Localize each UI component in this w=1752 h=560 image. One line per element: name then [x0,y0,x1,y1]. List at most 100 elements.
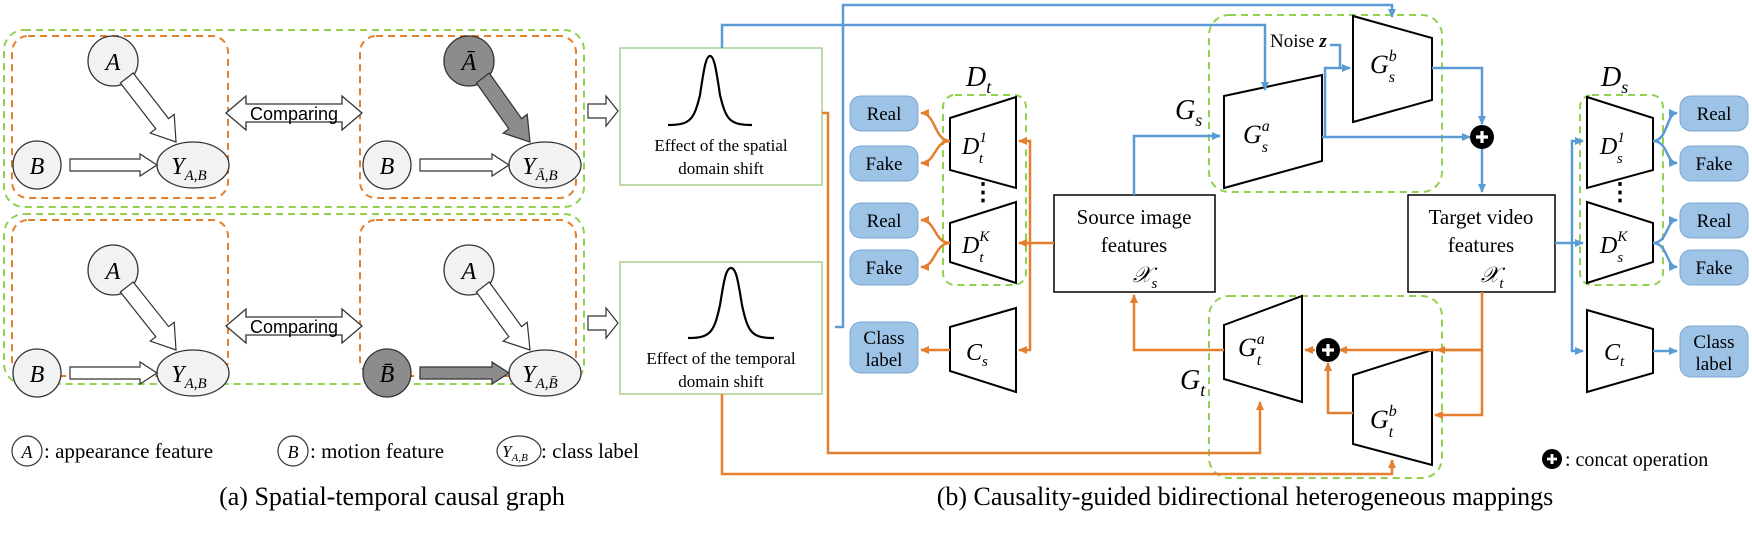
fake-pill-s1-label: Fake [1696,154,1733,175]
G-s-title: Gs [1175,95,1202,130]
disc-D-s1 [1586,95,1654,190]
gen-G-s-a [1223,73,1323,190]
vdots-D-s: ⋮ [1608,180,1632,206]
class-label-pill-t [1679,325,1749,378]
source-features-line2: features [1101,233,1167,257]
D-t-title: Dt [965,62,992,97]
real-pill-sK-label: Real [1697,211,1732,232]
source-features-box [1053,194,1216,293]
concat-legend-text: : concat operation [1565,449,1708,471]
comparing-arrow-2 [224,307,364,345]
legend-A-icon [11,435,43,467]
real-pill-tK-label: Real [867,211,902,232]
temporal-effect-box [619,261,823,395]
concat-op-G-s [1470,125,1494,149]
gen-G-s-b [1352,14,1433,124]
node-A-label: A [104,50,121,76]
caption-b: (b) Causality-guided bidirectional heter… [937,482,1554,511]
classifier-C-t-label: Ct [1604,340,1625,370]
class-label-pill-s-line1: Class [863,328,904,349]
comparing-label-2: Comparing [250,317,338,337]
legend-Y-letter: YA,B [502,442,528,464]
node-B [12,140,62,190]
fake-pill-sK [1679,249,1749,286]
fake-pill-sK-label: Fake [1696,258,1733,279]
node-A-bar-label: Ā [460,50,477,76]
class-label-pill-s-line2: label [866,350,903,371]
caption-a: (a) Spatial-temporal causal graph [219,482,565,511]
node-B-2-label: B [380,154,395,180]
source-features-line1: Source image [1077,205,1192,229]
real-pill-sK [1679,202,1749,239]
spatial-effect-line1: Effect of the spatial [654,136,788,155]
spatial-effect-line2: domain shift [678,159,764,178]
classifier-C-t [1586,308,1654,394]
comparing-label-1: Comparing [250,104,338,124]
D-t-group [942,94,1027,286]
node-B-3-label: B [30,362,45,388]
legend-B-letter: B [288,442,299,462]
node-Y-3-label: YA,B [171,362,206,392]
D-s-group [1579,94,1664,286]
target-features-line2: features [1448,233,1514,257]
node-Y-4-label: YA,B̄ [522,362,557,392]
real-pill-s1 [1679,95,1749,132]
real-pill-t1-label: Real [867,104,902,125]
legend-motion-text: : motion feature [310,439,444,463]
arrow-B-bar-to-Y [419,360,511,386]
arrow-A-to-Y-3 [119,281,177,351]
node-Y-2-label: YĀ,B [522,154,557,184]
vdots-D-t: ⋮ [971,180,995,206]
orange-connectors [720,109,1484,476]
fake-pill-t1 [849,145,919,182]
real-pill-s1-label: Real [1697,104,1732,125]
target-features-line1: Target video [1429,205,1534,229]
node-A [87,35,139,87]
disc-D-tK [949,200,1017,285]
arrow-B-to-Y [69,152,159,178]
mapping-panel: Dt Ds Gs Gt Real Fake Real Fake Class la… [720,3,1749,511]
legend-B-icon [277,435,309,467]
arrow-B-to-Y-3 [69,360,159,386]
node-B-2 [362,140,412,190]
fake-pill-t1-label: Fake [866,154,903,175]
gen-G-t-b [1352,348,1433,467]
legend-A-letter: A [21,442,34,462]
comparing-arrow-1 [224,94,364,132]
class-label-pill-t-line2: label [1696,354,1733,375]
node-B-bar [362,348,412,398]
arrow-to-temporal-effect [587,306,619,340]
temporal-effect-line2: domain shift [678,372,764,391]
G-t-title: Gt [1180,365,1206,400]
real-pill-t1 [849,95,919,132]
class-label-pill-t-line1: Class [1693,332,1734,353]
classifier-C-s-label: Cs [966,340,988,370]
classifier-C-s [949,306,1017,394]
D-s-title: Ds [1600,62,1628,97]
fake-pill-tK-label: Fake [866,258,903,279]
legend-appearance-text: : appearance feature [44,439,213,463]
temporal-graph-outer-box [3,213,585,385]
G-s-group [1208,14,1443,193]
node-A-3 [87,244,139,296]
G-t-group [1208,295,1443,479]
disc-D-t1 [949,95,1017,190]
causal-graph-panel: A B YA,B Ā B YĀ,B Comparing A B YA,B A B… [3,29,823,511]
arrow-A-to-Y [119,72,177,143]
legend-Y-icon [496,435,542,467]
node-B-3 [12,348,62,398]
node-A-4-label: A [460,259,477,285]
fake-pill-tK [849,249,919,286]
class-label-pill-s [849,321,919,374]
node-Y-label: YA,B [171,154,206,184]
temporal-effect-curve [687,266,775,340]
spatial-effect-curve [667,54,753,127]
disc-D-sK [1586,200,1654,285]
